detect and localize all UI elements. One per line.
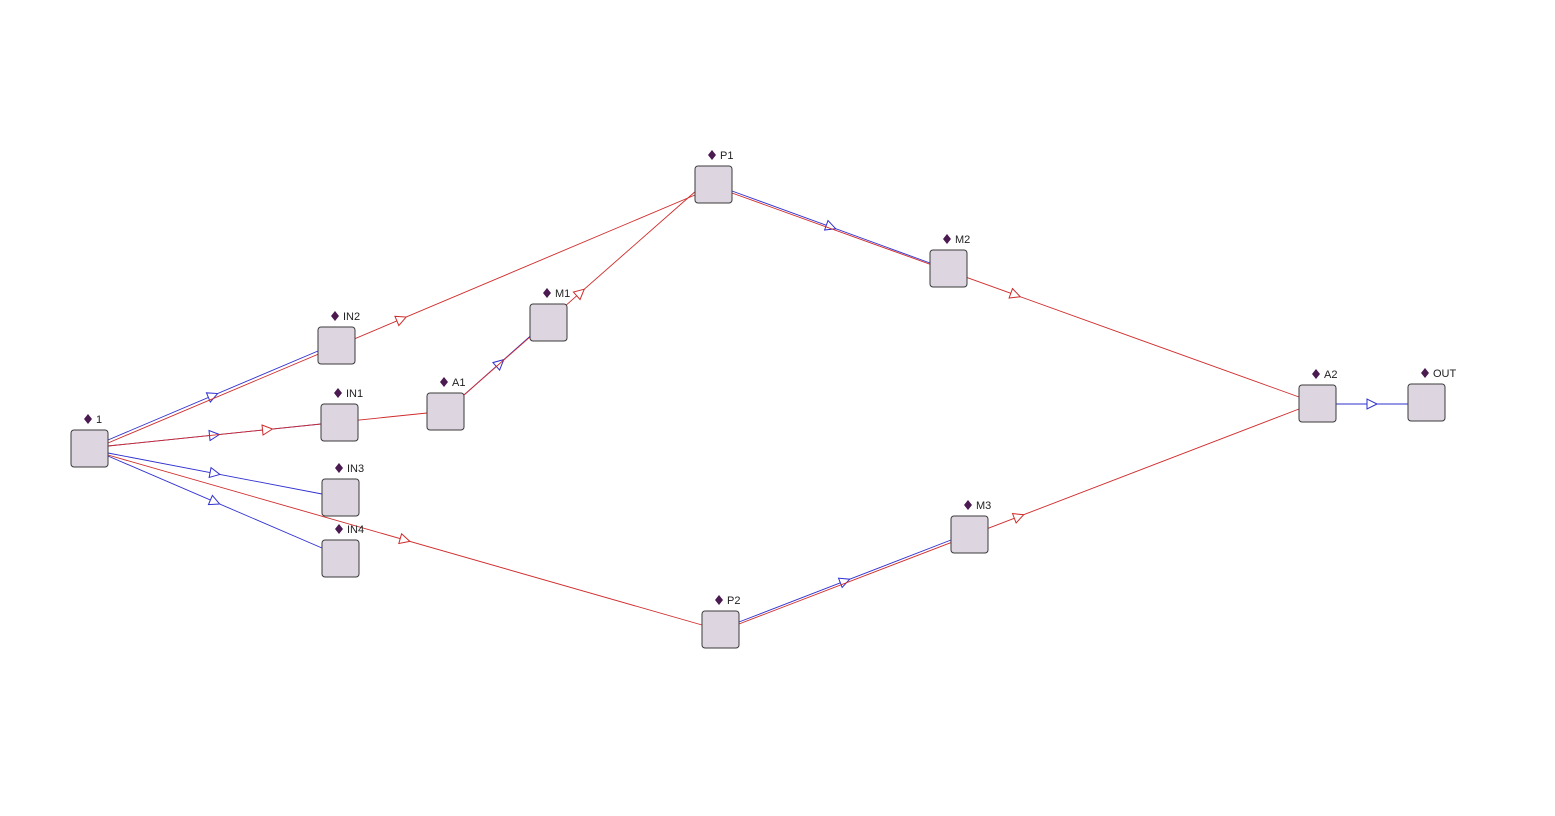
edges-layer <box>107 189 1408 626</box>
node-label: M3 <box>976 500 991 512</box>
diamond-icon <box>943 234 951 244</box>
node-label: P1 <box>720 150 733 162</box>
edge-p1-a2[interactable] <box>731 192 1300 398</box>
edge-n1-p1[interactable] <box>107 194 696 444</box>
node-label: OUT <box>1433 368 1457 380</box>
node-box[interactable] <box>1298 384 1337 423</box>
diamond-icon <box>708 150 716 160</box>
node-label: IN3 <box>347 463 364 475</box>
node-m2[interactable]: M2 <box>929 234 970 288</box>
diamond-icon <box>1421 368 1429 378</box>
node-n1[interactable]: 1 <box>70 414 109 468</box>
node-m3[interactable]: M3 <box>950 500 991 554</box>
node-m1[interactable]: M1 <box>529 288 570 342</box>
arrowhead-icon <box>398 532 411 545</box>
arrowhead-icon <box>1008 287 1022 299</box>
node-label: IN4 <box>347 524 364 536</box>
arrowhead-icon <box>208 466 222 479</box>
node-box[interactable] <box>426 392 465 431</box>
arrowhead-icon <box>261 424 274 436</box>
node-in1[interactable]: IN1 <box>320 388 363 442</box>
node-a1[interactable]: A1 <box>426 377 465 431</box>
node-in3[interactable]: IN3 <box>321 463 364 517</box>
arrowhead-icon <box>572 288 586 301</box>
edge-n1-in3[interactable] <box>107 452 323 495</box>
node-label: 1 <box>96 414 102 426</box>
node-label: M2 <box>955 234 970 246</box>
edge-p1-m2[interactable] <box>731 190 931 264</box>
edge-n1-p2[interactable] <box>107 454 703 626</box>
diamond-icon <box>543 288 551 298</box>
node-out[interactable]: OUT <box>1407 368 1457 422</box>
node-in4[interactable]: IN4 <box>321 524 364 578</box>
diamond-icon <box>335 463 343 473</box>
node-a2[interactable]: A2 <box>1298 369 1337 423</box>
node-p1[interactable]: P1 <box>694 150 733 204</box>
edge-p2-m3[interactable] <box>738 539 952 623</box>
node-label: IN2 <box>343 311 360 323</box>
node-box[interactable] <box>320 403 359 442</box>
edge-a2-out[interactable] <box>1336 398 1408 410</box>
arrowhead-icon <box>1011 513 1025 524</box>
diamond-icon <box>84 414 92 424</box>
node-label: A1 <box>452 377 465 389</box>
node-box[interactable] <box>701 610 740 649</box>
node-label: P2 <box>727 595 740 607</box>
arrowhead-icon <box>1366 398 1379 410</box>
diamond-icon <box>335 524 343 534</box>
node-box[interactable] <box>321 478 360 517</box>
arrowhead-icon <box>837 577 851 589</box>
node-box[interactable] <box>321 539 360 578</box>
node-box[interactable] <box>70 429 109 468</box>
node-box[interactable] <box>529 303 568 342</box>
arrowhead-icon <box>394 315 408 327</box>
node-box[interactable] <box>929 249 968 288</box>
diamond-icon <box>715 595 723 605</box>
node-p2[interactable]: P2 <box>701 595 740 649</box>
edge-p2-a2[interactable] <box>738 408 1300 625</box>
node-box[interactable] <box>1407 383 1446 422</box>
node-box[interactable] <box>317 326 356 365</box>
node-label: M1 <box>555 288 570 300</box>
edge-n1-a1[interactable] <box>107 412 428 447</box>
diamond-icon <box>1312 369 1320 379</box>
node-box[interactable] <box>694 165 733 204</box>
diamond-icon <box>440 377 448 387</box>
arrowhead-icon <box>207 494 221 506</box>
edge-a1-p1[interactable] <box>463 189 698 396</box>
node-label: IN1 <box>346 388 363 400</box>
edge-n1-in2[interactable] <box>107 350 319 441</box>
diamond-icon <box>964 500 972 510</box>
node-box[interactable] <box>950 515 989 554</box>
edge-n1-in4[interactable] <box>107 455 323 549</box>
diamond-icon <box>334 388 342 398</box>
node-in2[interactable]: IN2 <box>317 311 360 365</box>
diamond-icon <box>331 311 339 321</box>
node-label: A2 <box>1324 369 1337 381</box>
